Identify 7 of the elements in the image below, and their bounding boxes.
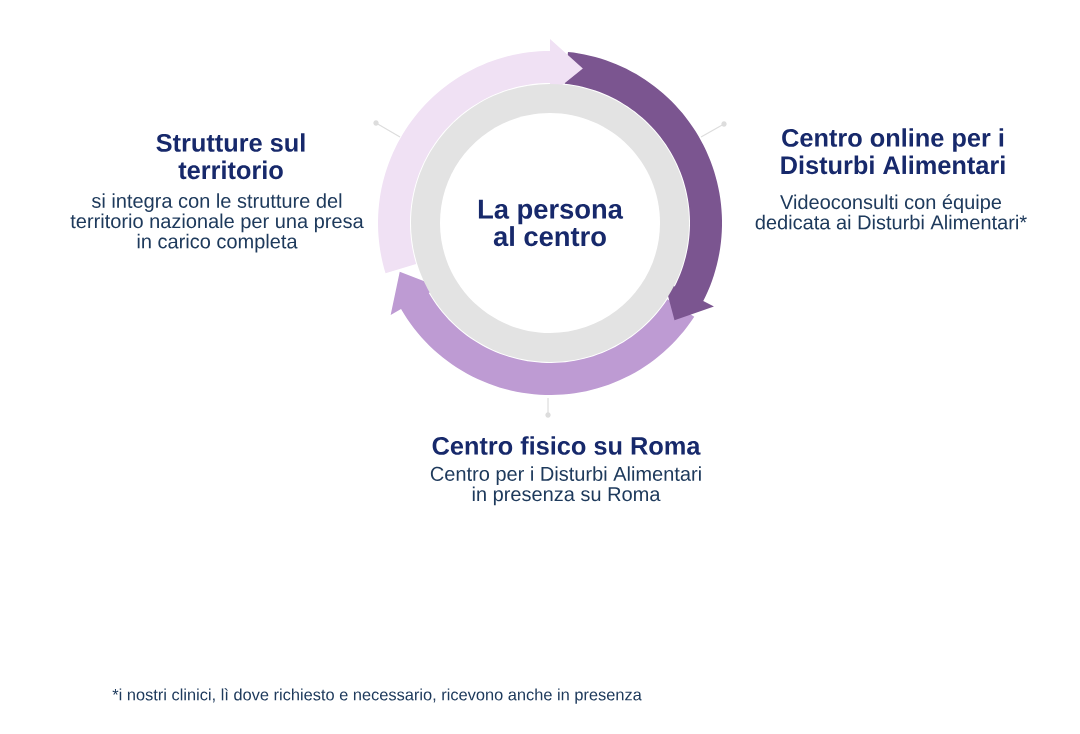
- description: si integra con le strutture del territorio nazionale per una presa in carico completa: [70, 193, 364, 253]
- heading: Centro fisico su Roma: [432, 436, 701, 455]
- footnote: *i nostri clinici, lì dove richiesto e necessario, ricevono anche in presenza: [112, 688, 642, 704]
- heading: Centro online per i Disturbi Alimentari: [781, 128, 1005, 175]
- description: Centro per i Disturbi Alimentari in presenza su Roma: [430, 466, 701, 506]
- heading: Strutture sul territorio: [156, 133, 305, 180]
- description: Videoconsulti con équipe dedicata ai Disturbi Alimentari*: [755, 194, 1027, 230]
